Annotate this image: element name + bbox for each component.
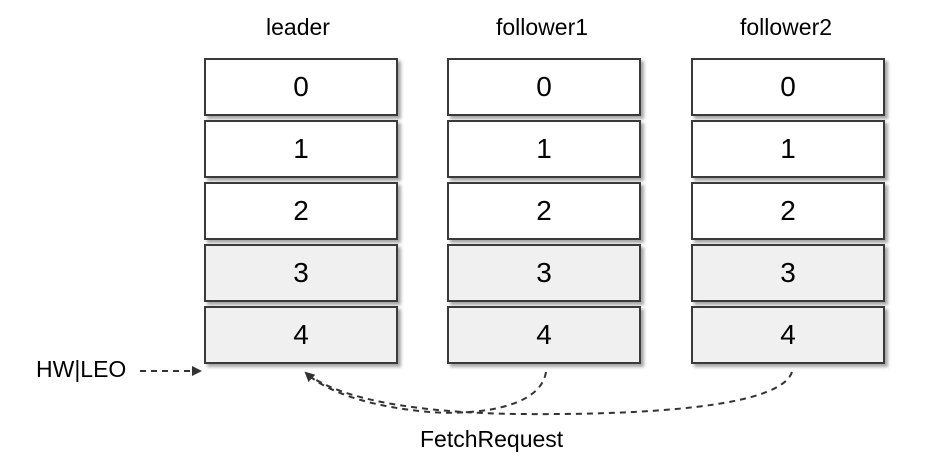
follower1-offset-2: 2 [447, 182, 641, 240]
fetch-request-arrow-follower2 [305, 371, 793, 416]
follower2-offset-4: 4 [691, 306, 885, 364]
follower1-offset-1: 1 [447, 120, 641, 178]
hw-leo-label: HW|LEO [36, 356, 127, 382]
fetch-request-arrow-follower1 [304, 371, 547, 414]
leader-offset-3: 3 [204, 244, 398, 302]
follower1-offset-0: 0 [447, 58, 641, 116]
leader-offset-0: 0 [204, 58, 398, 116]
follower2-offset-2: 2 [691, 182, 885, 240]
leader-offset-2: 2 [204, 182, 398, 240]
follower1-offset-4: 4 [447, 306, 641, 364]
follower2-title: follower2 [739, 14, 833, 40]
follower2-offset-1: 1 [691, 120, 885, 178]
leader-title: leader [266, 14, 330, 40]
leader-offset-4: 4 [204, 306, 398, 364]
leader-offset-1: 1 [204, 120, 398, 178]
fetch-request-label: FetchRequest [420, 426, 564, 452]
follower1-offset-3: 3 [447, 244, 641, 302]
follower2-offset-3: 3 [691, 244, 885, 302]
follower1-title: follower1 [495, 14, 589, 40]
follower2-offset-0: 0 [691, 58, 885, 116]
